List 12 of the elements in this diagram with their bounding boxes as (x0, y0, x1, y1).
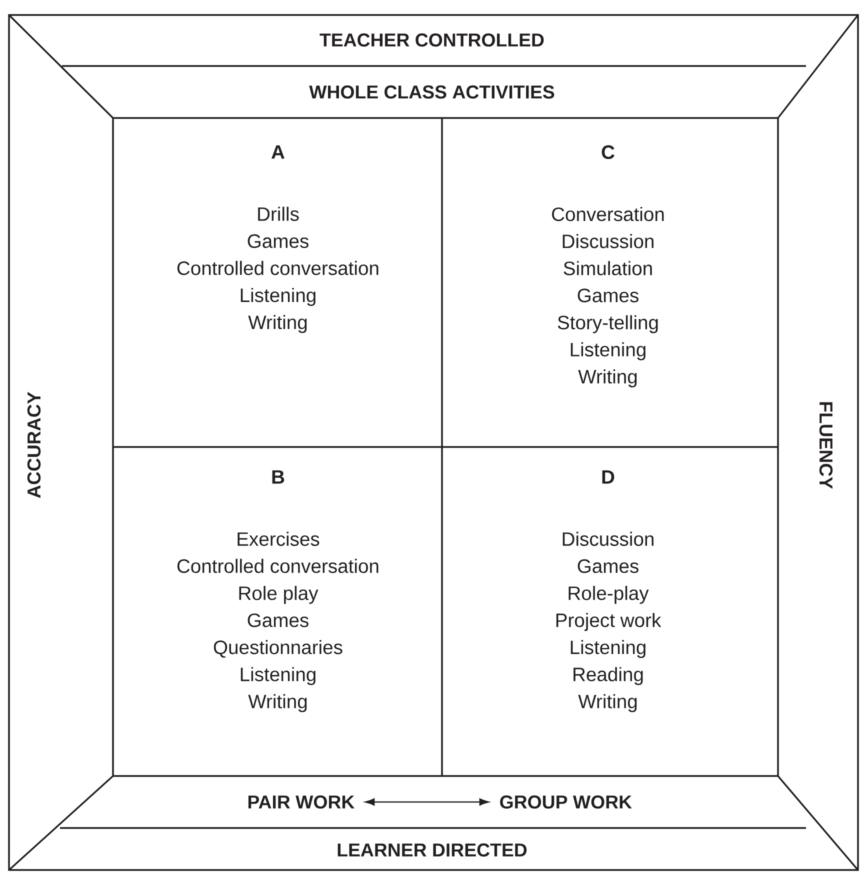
band-label: LEARNER DIRECTED (338, 843, 527, 857)
activity-list: C Conversation Discussion Simulation Games Story-telling Listening Writing (552, 145, 664, 388)
side-label: ACCURACY (27, 392, 41, 498)
band-label: GROUP WORK (500, 795, 632, 809)
double-arrow (365, 798, 489, 806)
band-label: TEACHER CONTROLLED (320, 33, 544, 47)
side-label: FLUENCY (819, 402, 833, 489)
activity-list: B Exercises Controlled conversation Role play Games Questionnaries Listening Writing (177, 470, 378, 712)
band-label: PAIR WORK (248, 795, 355, 809)
activity-list: D Discussion Games Role-play Project work Listening Reading Writing (556, 470, 662, 712)
activity-list: A Drills Games Controlled conversation Listening Writing (177, 145, 378, 334)
band-label: WHOLE CLASS ACTIVITIES (309, 85, 554, 99)
